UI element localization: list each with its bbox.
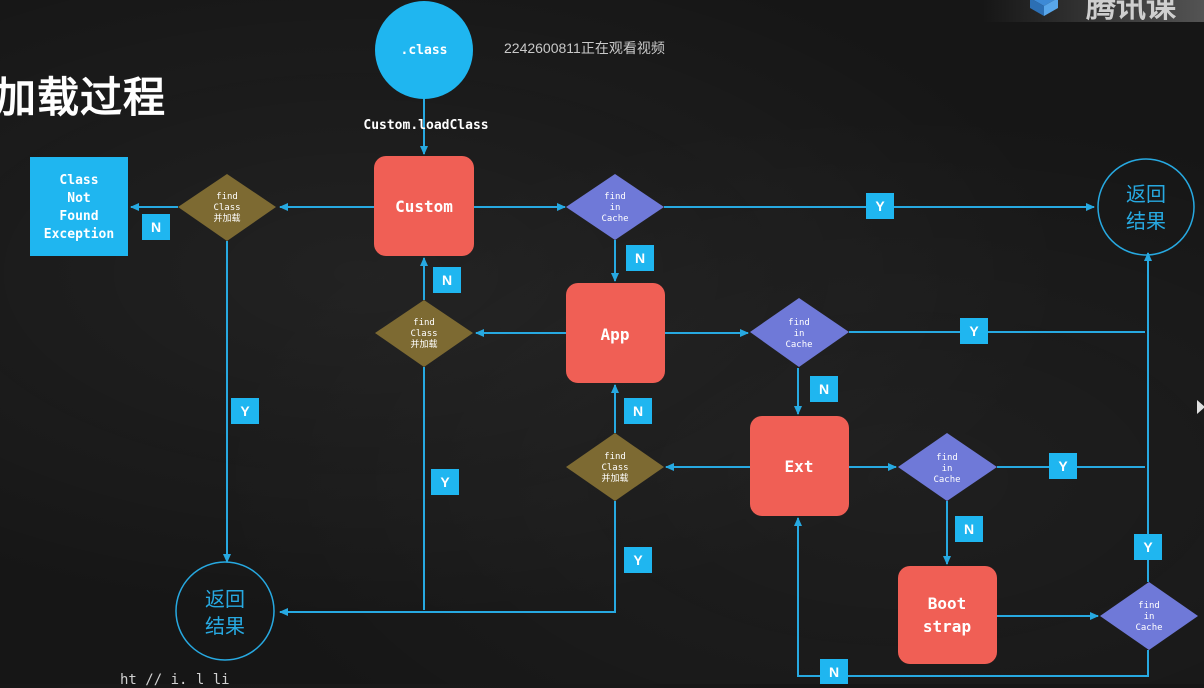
svg-text:find: find <box>604 192 626 202</box>
svg-text:Cache: Cache <box>933 475 960 485</box>
bootstrap-loader-node: Boot strap <box>898 566 997 664</box>
next-slide-icon[interactable] <box>1197 400 1204 414</box>
custom-cache-diamond: find in Cache <box>566 174 664 240</box>
svg-text:Class: Class <box>601 463 628 473</box>
svg-text:find: find <box>936 453 958 463</box>
svg-text:N: N <box>635 250 645 266</box>
ext-findclass-diamond: find Class 并加载 <box>566 433 664 501</box>
class-file-node: .class <box>375 1 473 99</box>
svg-text:N: N <box>964 521 974 537</box>
bootstrap-cache-diamond: find in Cache <box>1100 582 1198 650</box>
app-loader-node: App <box>566 283 665 383</box>
svg-text:Cache: Cache <box>785 340 812 350</box>
return-result-top: 返回 结果 <box>1097 158 1195 256</box>
svg-text:find: find <box>1138 601 1160 611</box>
app-findclass-diamond: find Class 并加载 <box>375 300 473 367</box>
boot-label-2: strap <box>923 617 971 636</box>
edge-findclass-y-result <box>279 501 616 616</box>
svg-text:N: N <box>151 219 161 235</box>
label-y-custom-findclass: Y <box>231 398 259 424</box>
label-n-exception: N <box>142 214 170 240</box>
svg-text:Class: Class <box>410 329 437 339</box>
label-y-ext-findclass: Y <box>624 547 652 573</box>
svg-text:结果: 结果 <box>1126 209 1166 233</box>
edge-labels: N Y N N Y N Y N Y Y N Y Y N <box>142 193 1162 684</box>
label-n-app-findclass: N <box>433 267 461 293</box>
svg-text:N: N <box>442 272 452 288</box>
svg-text:Class: Class <box>213 203 240 213</box>
custom-label: Custom <box>395 197 453 216</box>
svg-text:Y: Y <box>440 474 450 490</box>
label-y-boot-cache: Y <box>1134 534 1162 560</box>
svg-text:N: N <box>819 381 829 397</box>
app-label: App <box>601 325 630 344</box>
svg-text:find: find <box>604 452 626 462</box>
exception-line-2: Not <box>67 191 90 206</box>
svg-text:in: in <box>610 203 621 213</box>
label-y-app-cache: Y <box>960 318 988 344</box>
svg-text:返回: 返回 <box>1126 182 1166 206</box>
label-n-app-cache: N <box>810 376 838 402</box>
svg-text:并加载: 并加载 <box>213 212 240 224</box>
svg-text:Y: Y <box>240 403 250 419</box>
boot-label-1: Boot <box>928 594 967 613</box>
brand-logo-icon <box>1030 0 1058 16</box>
ext-label: Ext <box>785 457 814 476</box>
svg-text:并加载: 并加载 <box>410 338 437 350</box>
class-file-label: .class <box>401 43 448 58</box>
return-result-bottom: 返回 结果 <box>175 561 275 661</box>
ext-cache-diamond: find in Cache <box>898 433 997 501</box>
viewer-notice: 2242600811正在观看视频 <box>504 40 665 56</box>
svg-text:Cache: Cache <box>1135 623 1162 633</box>
svg-text:Y: Y <box>969 323 979 339</box>
svg-text:并加载: 并加载 <box>601 472 628 484</box>
svg-text:N: N <box>633 403 643 419</box>
exception-line-1: Class <box>59 173 98 188</box>
svg-text:find: find <box>413 318 435 328</box>
brand-text: 腾讯课 <box>1086 0 1176 25</box>
svg-text:Y: Y <box>1058 458 1068 474</box>
svg-text:Y: Y <box>633 552 643 568</box>
load-call-label: Custom.loadClass <box>363 118 488 133</box>
label-n-ext-findclass: N <box>624 398 652 424</box>
svg-text:结果: 结果 <box>205 614 245 638</box>
custom-findclass-diamond: find Class 并加载 <box>178 174 276 241</box>
label-y-app-findclass: Y <box>431 469 459 495</box>
svg-text:find: find <box>216 192 238 202</box>
svg-text:返回: 返回 <box>205 587 245 611</box>
label-n-boot-cache: N <box>820 659 848 684</box>
custom-loader-node: Custom <box>374 156 474 256</box>
exception-line-3: Found <box>59 209 98 224</box>
page-title: 加载过程 <box>0 73 167 122</box>
svg-text:in: in <box>1144 612 1155 622</box>
svg-text:Y: Y <box>875 198 885 214</box>
svg-text:find: find <box>788 318 810 328</box>
label-n-ext-cache: N <box>955 516 983 542</box>
label-y-ext-cache: Y <box>1049 453 1077 479</box>
class-not-found-exception-node: Class Not Found Exception <box>30 157 128 256</box>
edge-boot-cache-n-ext <box>794 517 1149 677</box>
svg-text:in: in <box>942 464 953 474</box>
label-n-custom-cache: N <box>626 245 654 271</box>
exception-line-4: Exception <box>44 227 114 242</box>
ext-loader-node: Ext <box>750 416 849 516</box>
app-cache-diamond: find in Cache <box>750 298 849 367</box>
svg-text:in: in <box>794 329 805 339</box>
label-y-custom-cache: Y <box>866 193 894 219</box>
svg-text:N: N <box>829 664 839 680</box>
svg-text:Cache: Cache <box>601 214 628 224</box>
svg-text:Y: Y <box>1143 539 1153 555</box>
